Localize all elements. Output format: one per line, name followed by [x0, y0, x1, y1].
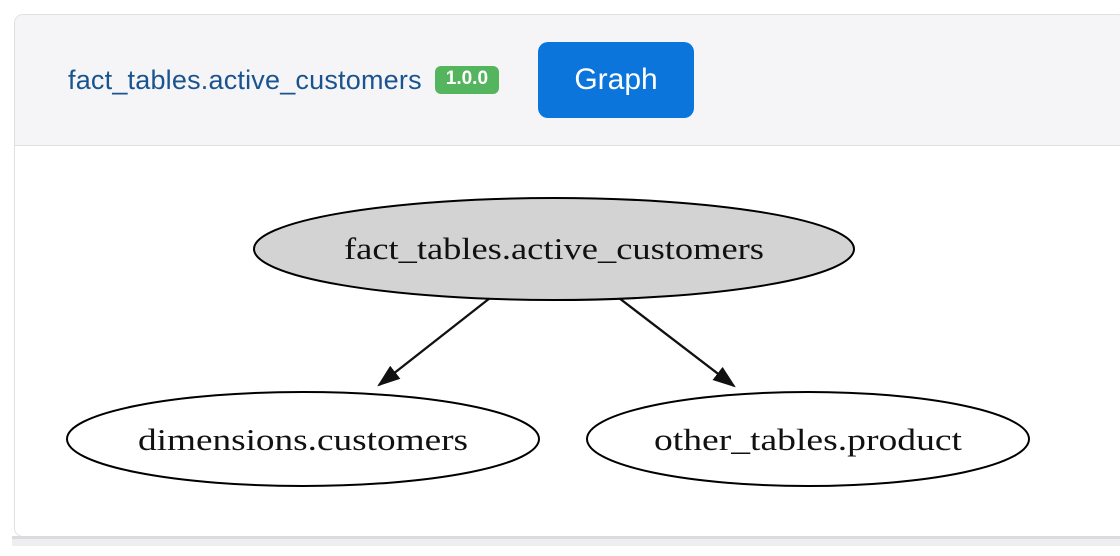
graph-node-fact-tables-active-customers: fact_tables.active_customers — [253, 197, 855, 301]
graph-node-label: other_tables.product — [654, 422, 962, 457]
graph-node-label: dimensions.customers — [138, 422, 468, 457]
graph-button[interactable]: Graph — [538, 42, 695, 118]
lineage-graph-svg: fact_tables.active_customers dimensions.… — [66, 197, 1030, 487]
graph-button-label: Graph — [574, 63, 658, 96]
graph-edge-to-other-tables-product — [618, 297, 736, 388]
next-section-band — [12, 539, 1120, 546]
table-detail-card: fact_tables.active_customers 1.0.0 Graph — [14, 14, 1120, 537]
graph-node-dimensions-customers: dimensions.customers — [66, 391, 540, 487]
page-title[interactable]: fact_tables.active_customers — [68, 64, 422, 95]
graph-node-label: fact_tables.active_customers — [344, 231, 764, 266]
graph-panel: fact_tables.active_customers dimensions.… — [15, 146, 1120, 536]
graph-node-other-tables-product: other_tables.product — [586, 391, 1030, 487]
version-badge: 1.0.0 — [434, 66, 500, 94]
graph-edge-to-dimensions-customers — [377, 297, 491, 387]
next-section-divider — [12, 536, 1120, 539]
card-header: fact_tables.active_customers 1.0.0 Graph — [15, 15, 1120, 146]
